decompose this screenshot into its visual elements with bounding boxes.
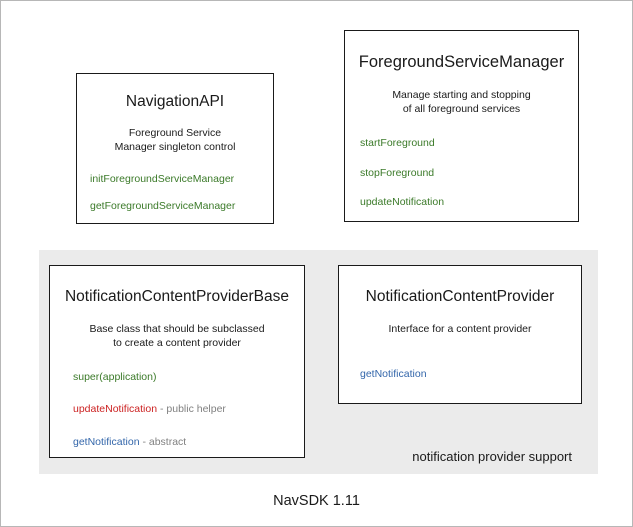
method-item[interactable]: stopForeground	[360, 166, 578, 179]
class-description-navigation-api: Foreground Service Manager singleton con…	[77, 126, 273, 154]
method-item[interactable]: initForegroundServiceManager	[90, 174, 273, 185]
class-box-foreground-service-manager[interactable]: ForegroundServiceManager Manage starting…	[344, 30, 579, 222]
method-list-foreground-service-manager: startForeground stopForeground updateNot…	[360, 138, 578, 208]
method-name: getForegroundServiceManager	[90, 200, 236, 213]
class-title-foreground-service-manager: ForegroundServiceManager	[358, 53, 565, 71]
class-description-line: Interface for a content provider	[388, 322, 532, 335]
method-name: updateNotification	[73, 403, 158, 416]
class-description-line: Base class that should be subclassed	[89, 322, 265, 335]
class-description-notification-content-provider: Interface for a content provider	[339, 322, 581, 336]
method-name: updateNotification	[360, 196, 445, 209]
class-description-line: Manage starting and stopping	[392, 88, 531, 101]
method-list-navigation-api: initForegroundServiceManager getForegrou…	[90, 174, 273, 212]
method-item[interactable]: startForeground	[360, 138, 578, 149]
method-note: - abstract	[139, 435, 187, 448]
class-title-notification-content-provider: NotificationContentProvider	[365, 288, 555, 305]
footer-caption: NavSDK 1.11	[273, 493, 360, 509]
method-name: initForegroundServiceManager	[90, 172, 235, 185]
class-title-notification-content-provider-base: NotificationContentProviderBase	[64, 288, 289, 305]
method-list-notification-content-provider: getNotification	[360, 369, 581, 380]
class-box-notification-content-provider[interactable]: NotificationContentProvider Interface fo…	[338, 265, 582, 404]
method-name: getNotification	[360, 367, 427, 380]
class-description-notification-content-provider-base: Base class that should be subclassed to …	[50, 322, 304, 350]
class-description-line: Foreground Service	[128, 126, 222, 139]
class-box-notification-content-provider-base[interactable]: NotificationContentProviderBase Base cla…	[49, 265, 305, 458]
method-name: super(application)	[73, 370, 157, 383]
method-item[interactable]: getNotification - abstract	[73, 437, 304, 448]
method-list-notification-content-provider-base: super(application) updateNotification - …	[73, 372, 304, 448]
method-note: - public helper	[157, 403, 226, 416]
method-item[interactable]: getNotification	[360, 369, 581, 380]
class-description-line: Manager singleton control	[114, 140, 236, 153]
class-title-navigation-api: NavigationAPI	[125, 93, 225, 110]
class-description-line: to create a content provider	[113, 336, 241, 349]
method-name: stopForeground	[360, 166, 435, 179]
method-item[interactable]: super(application)	[73, 372, 304, 383]
class-box-navigation-api[interactable]: NavigationAPI Foreground Service Manager…	[76, 73, 274, 224]
method-item[interactable]: updateNotification	[360, 197, 578, 208]
method-item[interactable]: getForegroundServiceManager	[90, 201, 273, 212]
method-name: startForeground	[360, 137, 435, 150]
class-description-foreground-service-manager: Manage starting and stopping of all fore…	[345, 88, 578, 116]
method-name: getNotification	[73, 435, 140, 448]
group-panel-label: notification provider support	[412, 449, 572, 464]
method-item[interactable]: updateNotification - public helper	[73, 404, 304, 415]
class-description-line: of all foreground services	[402, 102, 521, 115]
